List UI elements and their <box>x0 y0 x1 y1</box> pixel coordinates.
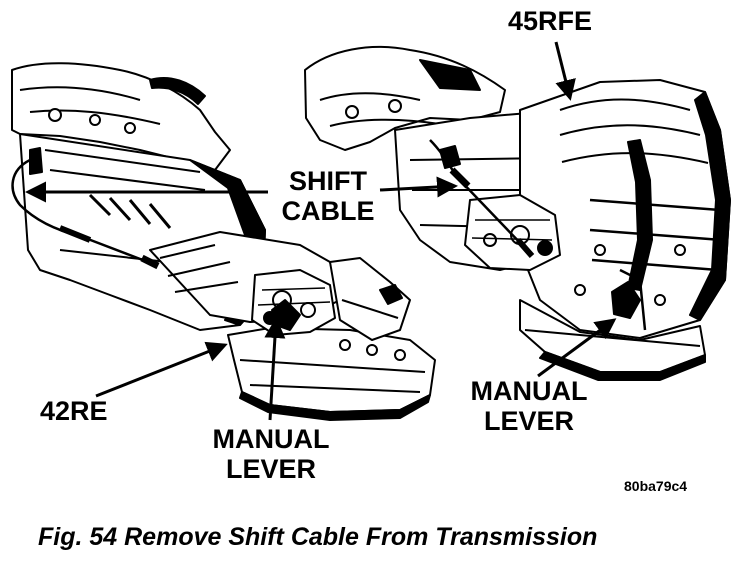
label-manual-lever-right: MANUAL LEVER <box>454 376 604 436</box>
figure-caption: Fig. 54 Remove Shift Cable From Transmis… <box>38 523 598 551</box>
label-manual-lever-right-line2: LEVER <box>483 406 575 436</box>
label-manual-lever-left-line2: LEVER <box>225 454 317 484</box>
arrow-manual-lever-left <box>264 317 286 421</box>
label-shift-cable-line2: CABLE <box>281 196 375 226</box>
label-45rfe: 45RFE <box>508 6 593 36</box>
label-42re: 42RE <box>40 396 108 426</box>
label-manual-lever-left-line1: MANUAL <box>212 424 330 454</box>
arrow-manual-lever-right <box>537 318 617 378</box>
arrow-shift-cable-right <box>379 176 458 198</box>
label-manual-lever-left: MANUAL LEVER <box>196 424 346 484</box>
transmission-42re-drawing <box>11 62 436 421</box>
label-shift-cable: SHIFT CABLE <box>268 166 388 226</box>
label-shift-cable-line1: SHIFT <box>289 166 367 196</box>
arrow-42re <box>95 341 228 398</box>
arrow-45rfe <box>554 41 576 101</box>
figure-code: 80ba79c4 <box>624 478 688 494</box>
label-manual-lever-right-line1: MANUAL <box>470 376 588 406</box>
callout-arrows <box>25 41 617 421</box>
